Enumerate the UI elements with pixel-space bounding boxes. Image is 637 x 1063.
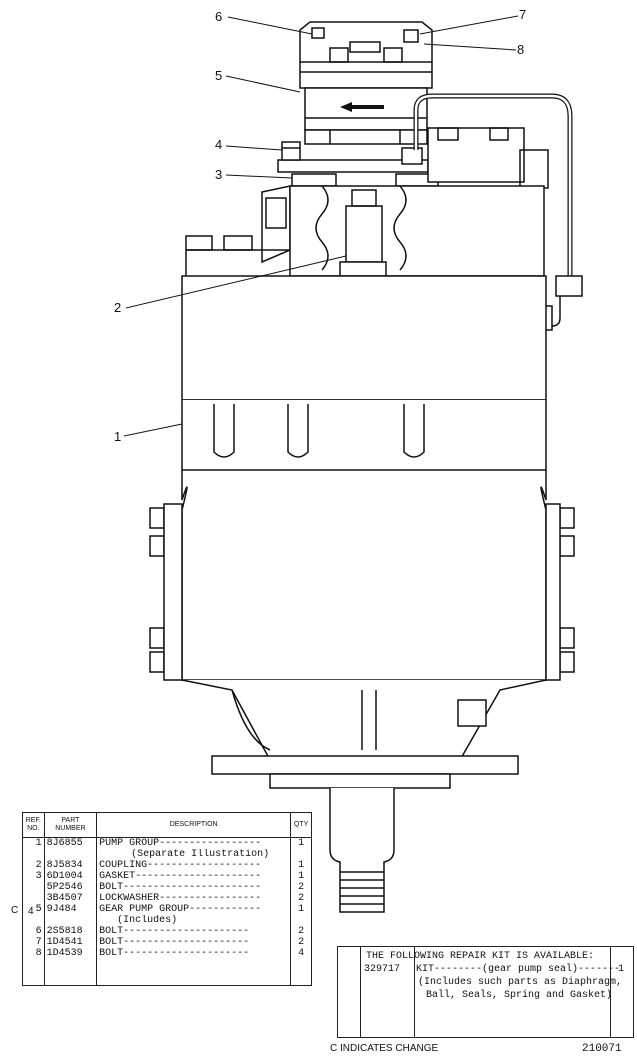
illustration-number: 210071 (582, 1043, 622, 1055)
header-part-number: PART NUMBER (43, 812, 98, 838)
repair-kit-desc-1: KIT--------(gear pump seal)------- (416, 964, 621, 975)
change-legend: C INDICATES CHANGE (330, 1043, 439, 1054)
gear-pump-body (304, 87, 428, 145)
callout-4: 4 (215, 137, 223, 152)
repair-kit-qty: 1 (618, 964, 625, 975)
callout-3: 3 (215, 167, 223, 182)
callout-7: 7 (519, 7, 527, 22)
header-qty: QTY (290, 812, 312, 838)
repair-kit-title: THE FOLLOWING REPAIR KIT IS AVAILABLE: (366, 951, 595, 962)
table-row-empty (22, 959, 312, 986)
table-row: (Includes) (22, 915, 312, 926)
callout-1: 1 (114, 429, 122, 444)
pump-housing (181, 275, 547, 681)
repair-kit-desc-2: (Includes such parts as Diaphragm, (418, 977, 623, 988)
callout-5: 5 (215, 68, 223, 83)
repair-kit-desc-3: Ball, Seals, Spring and Gasket) (426, 990, 613, 1001)
brace-ref-4: 4 (28, 906, 34, 917)
callout-6: 6 (215, 9, 223, 24)
repair-kit-part-number: 329717 (364, 964, 401, 975)
coupling (185, 185, 545, 277)
leader-lines (123, 15, 519, 437)
header-description: DESCRIPTION (96, 812, 292, 838)
change-marker: C (11, 905, 19, 916)
header-ref-no: REF. NO. (22, 812, 45, 838)
parts-table-header: REF. NO. PART NUMBER DESCRIPTION QTY (22, 812, 312, 838)
governor-housing (401, 93, 583, 331)
callout-8: 8 (517, 42, 525, 57)
drive-housing (181, 679, 547, 913)
callout-2: 2 (114, 300, 122, 315)
table-row: (Separate Illustration) (22, 849, 312, 860)
side-bolts (149, 503, 575, 681)
gear-pump-cap (299, 21, 433, 89)
repair-kit-box: THE FOLLOWING REPAIR KIT IS AVAILABLE: 3… (337, 946, 634, 1038)
